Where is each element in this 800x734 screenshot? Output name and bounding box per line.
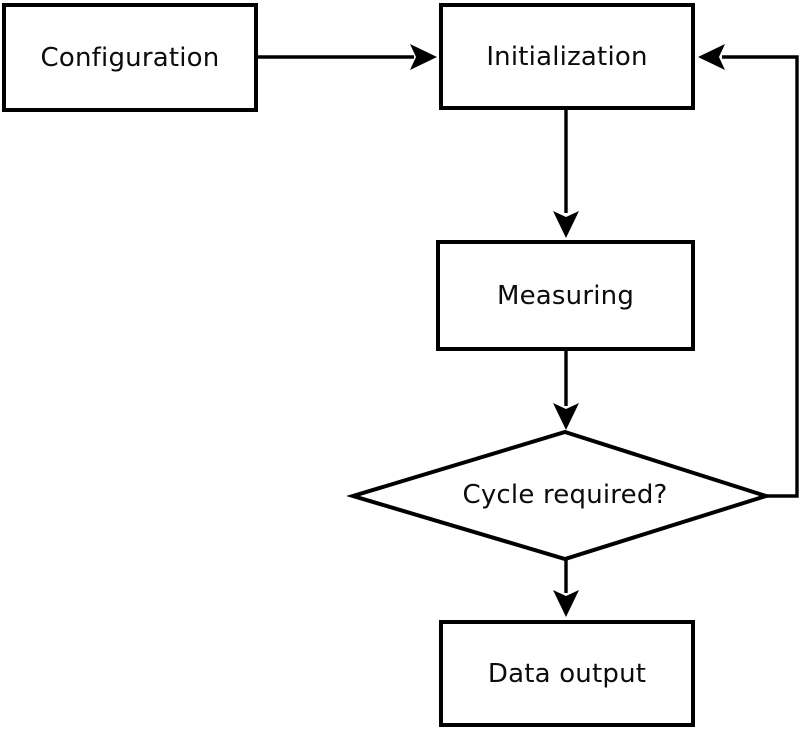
node-cycle-decision-label: Cycle required? (462, 480, 668, 510)
node-cycle-decision: Cycle required? (400, 468, 730, 522)
arrowhead-decision-to-output (553, 590, 579, 617)
node-configuration: Configuration (2, 3, 258, 112)
arrowhead-measuring-to-decision (553, 403, 579, 430)
node-measuring: Measuring (436, 240, 695, 351)
arrowhead-config-to-init (410, 44, 437, 70)
node-initialization: Initialization (439, 3, 695, 110)
arrowhead-decision-to-init-loop (698, 44, 725, 70)
node-data-output-label: Data output (487, 658, 647, 689)
node-configuration-label: Configuration (40, 42, 220, 73)
edge-decision-to-init-loop (722, 55, 799, 498)
node-initialization-label: Initialization (486, 41, 648, 72)
node-measuring-label: Measuring (496, 280, 635, 311)
node-data-output: Data output (439, 620, 695, 727)
arrowhead-init-to-measuring (553, 211, 579, 238)
